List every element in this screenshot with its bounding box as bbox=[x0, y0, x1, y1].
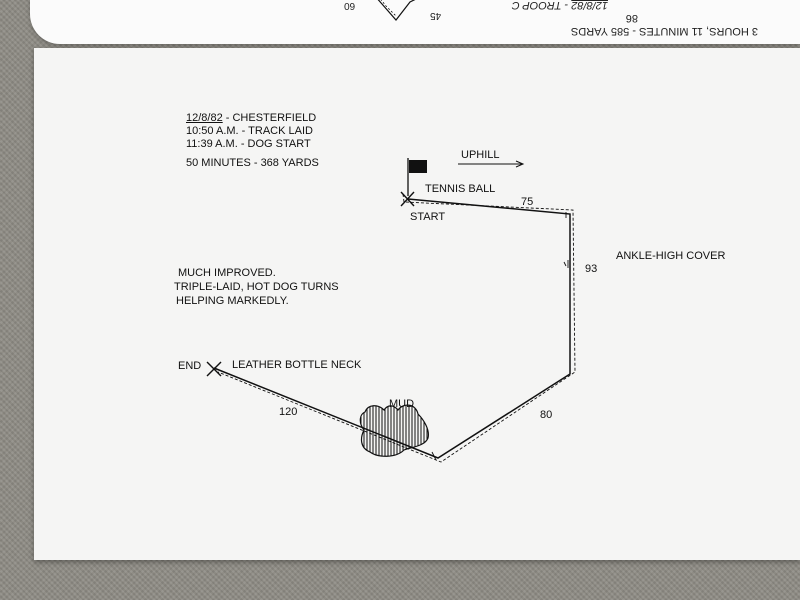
end-cross-icon bbox=[206, 361, 222, 377]
note-line-3: HELPING MARKEDLY. bbox=[176, 295, 289, 307]
start-cross-icon bbox=[400, 191, 415, 207]
laid-track bbox=[217, 193, 576, 463]
track-date: 12/8/82 bbox=[186, 112, 223, 124]
tennis-ball-label: TENNIS BALL bbox=[425, 183, 496, 195]
notebook-page bbox=[34, 48, 800, 560]
track-location: - CHESTERFIELD bbox=[222, 112, 317, 124]
leg1-length: 75 bbox=[521, 196, 534, 208]
start-flag-icon bbox=[407, 158, 427, 196]
cover-label: ANKLE-HIGH COVER bbox=[616, 250, 726, 262]
end-label: END bbox=[178, 360, 202, 372]
leg3-length: 80 bbox=[540, 409, 553, 421]
uphill-arrow bbox=[458, 160, 525, 168]
track-laid-time: 10:50 A.M. - TRACK LAID bbox=[186, 125, 313, 137]
previous-page-track-fragment bbox=[377, 0, 416, 21]
uphill-label: UPHILL bbox=[461, 149, 500, 161]
header-date-line: 12/8/82 - CHESTERFIELD bbox=[186, 112, 316, 124]
end-article-label: LEATHER BOTTLE NECK bbox=[232, 359, 362, 371]
track-summary: 50 MINUTES - 368 YARDS bbox=[186, 157, 319, 169]
previous-page-edge: 3 HOURS, 11 MINUTES - 585 YARDS 86 12/8/… bbox=[30, 0, 800, 44]
mud-puddle bbox=[359, 404, 429, 457]
leg4-length: 120 bbox=[279, 406, 298, 418]
start-label: START bbox=[410, 211, 446, 223]
leg2-length: 93 bbox=[585, 263, 598, 275]
note-line-2: TRIPLE-LAID, HOT DOG TURNS bbox=[174, 281, 339, 293]
dog-start-time: 11:39 A.M. - DOG START bbox=[186, 138, 311, 150]
note-line-1: MUCH IMPROVED. bbox=[178, 267, 276, 279]
corner-marks bbox=[431, 212, 569, 461]
dog-path bbox=[213, 198, 571, 459]
